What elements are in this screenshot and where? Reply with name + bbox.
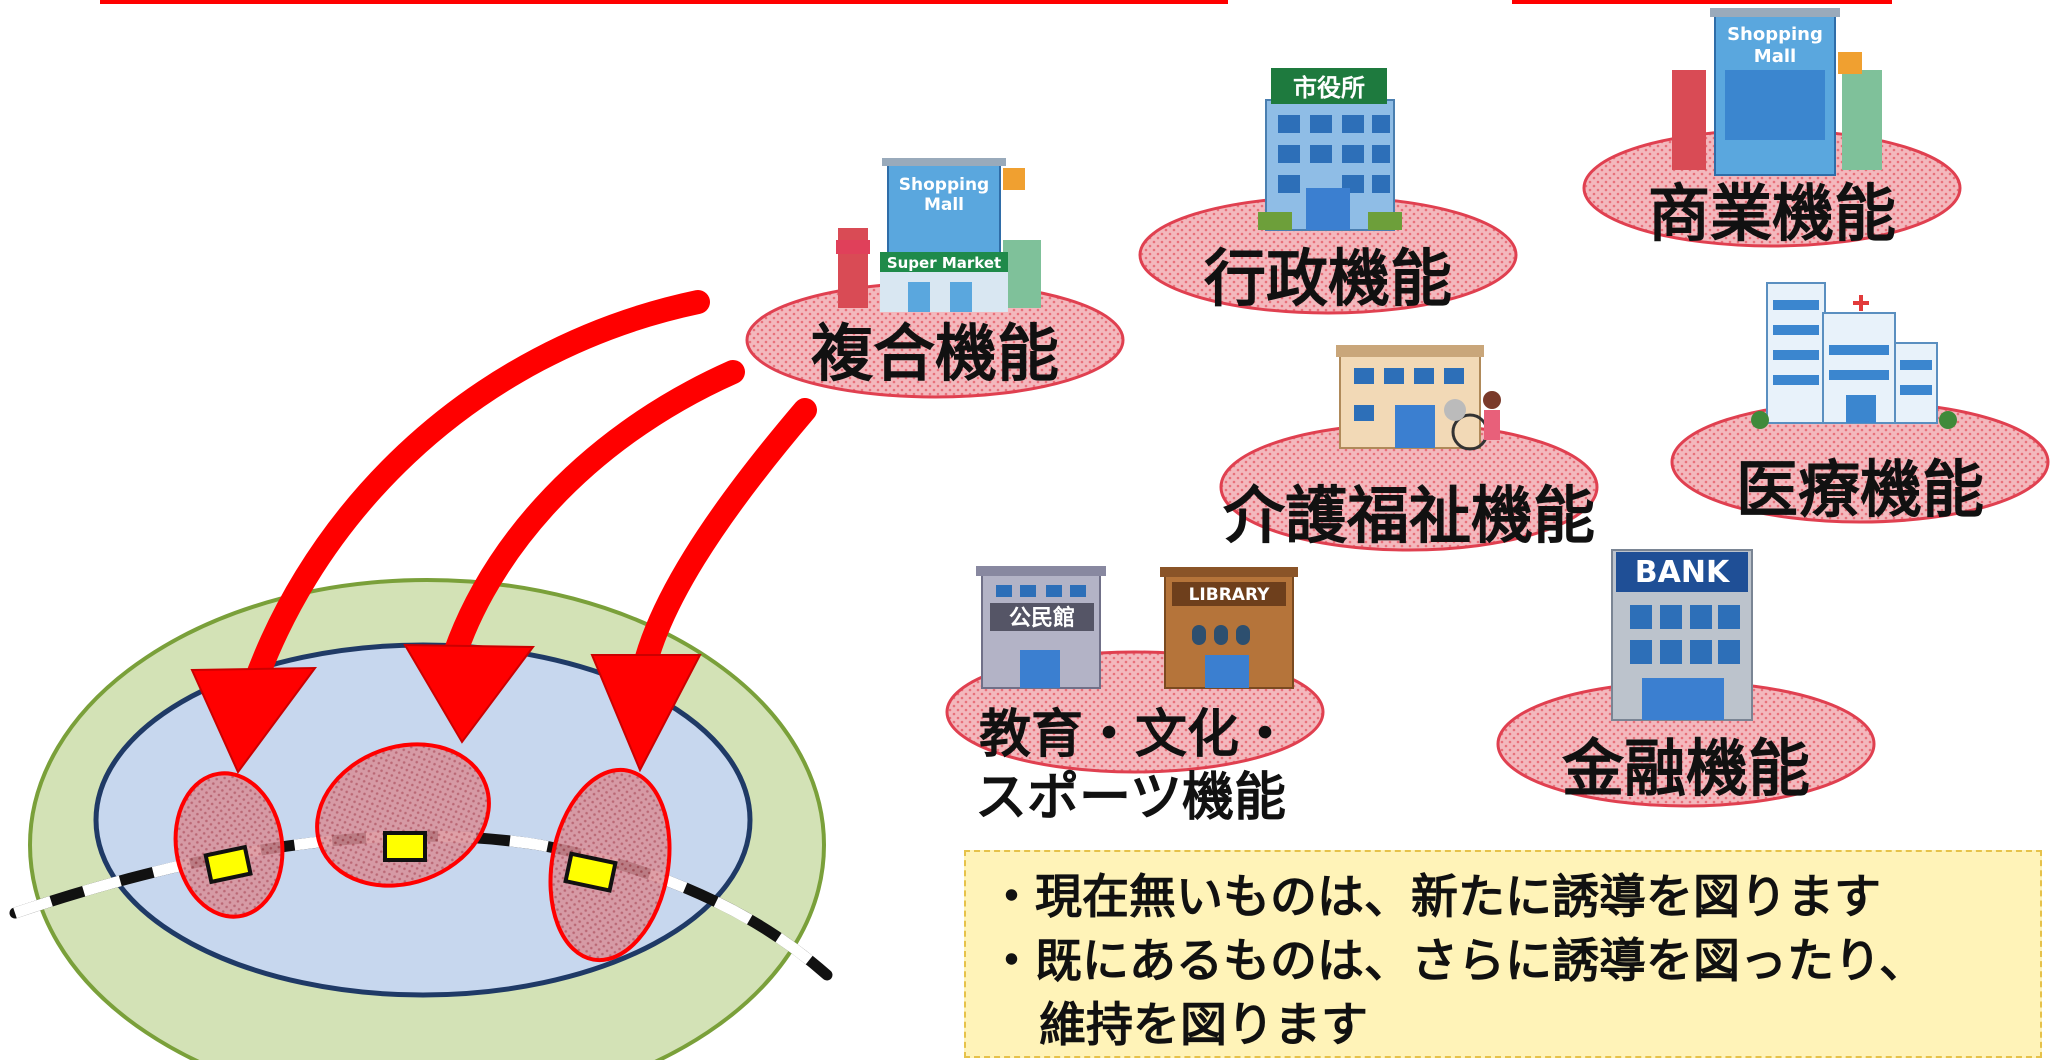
hospital-illustration [1751, 282, 1957, 429]
policy-note-line2: ・既にあるものは、さらに誘導を図ったり、 [988, 934, 1927, 989]
arrow-head-1 [190, 666, 318, 774]
arrow-head-2 [403, 643, 535, 744]
finance-function-label: 金融機能 [1561, 732, 1810, 805]
arrow-1 [231, 290, 710, 732]
shopping-mall-illustration [1672, 8, 1882, 176]
commercial-mall-sign-line2: Mall [1754, 46, 1796, 67]
policy-note-line3: 維持を図ります [1039, 998, 1368, 1053]
top-frame-bar-right [1512, 0, 1892, 4]
arrow-2 [435, 360, 745, 692]
city-hall-illustration [1258, 68, 1402, 231]
library-illustration [1160, 567, 1298, 689]
welfare-facility-illustration [1336, 345, 1501, 451]
community-center-sign: 公民館 [1009, 605, 1075, 631]
bank-sign: BANK [1635, 555, 1731, 590]
library-sign: LIBRARY [1189, 585, 1271, 605]
policy-note-line1: ・現在無いものは、新たに誘導を図ります [988, 870, 1881, 925]
welfare-function-label: 介護福祉機能 [1223, 479, 1595, 552]
commercial-mall-sign-line1: Shopping [1727, 24, 1823, 45]
community-center-illustration [976, 566, 1106, 689]
station-2 [383, 831, 427, 862]
education-function-label-line1: 教育・文化・ [979, 705, 1291, 765]
medical-function-label: 医療機能 [1736, 453, 1984, 526]
complex-function-label: 複合機能 [811, 317, 1059, 390]
mall-sign-line1: Shopping [899, 175, 989, 195]
arrow-head-3 [590, 654, 702, 773]
bank-illustration [1611, 549, 1753, 721]
shopping-mall-supermarket-illustration [836, 158, 1041, 312]
super-market-sign: Super Market [887, 254, 1001, 272]
commercial-function-label: 商業機能 [1648, 177, 1896, 250]
station-1 [203, 844, 253, 885]
administrative-function-label: 行政機能 [1204, 242, 1452, 315]
city-hall-sign: 市役所 [1293, 74, 1365, 102]
hub-area-1 [173, 771, 285, 919]
education-function-label-line2: スポーツ機能 [975, 768, 1286, 828]
policy-note-box: ・現在無いものは、新たに誘導を図ります ・既にあるものは、さらに誘導を図ったり、… [964, 850, 2042, 1058]
mall-sign-line2: Mall [924, 195, 964, 215]
top-frame-bar-left [100, 0, 1228, 4]
hub-area-2 [315, 742, 491, 888]
station-3 [563, 851, 618, 893]
